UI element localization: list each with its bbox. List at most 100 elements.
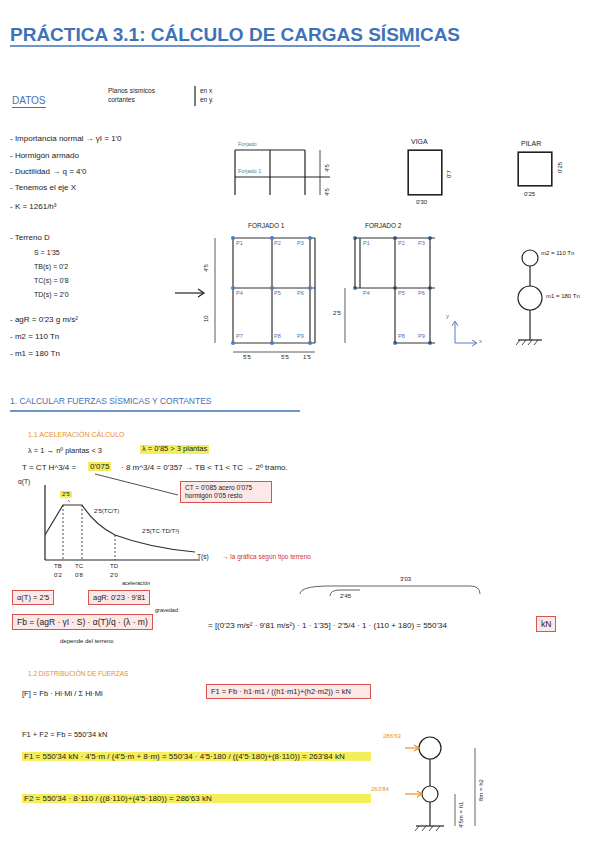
note-text: en y. — [200, 96, 214, 103]
note-text: - agR = 0'23 g m/s² — [10, 315, 78, 324]
note-text: 8m = h2 — [478, 779, 485, 801]
note-text: 0'30 — [416, 199, 427, 206]
note-text: P3 — [418, 240, 425, 246]
note-text: x — [479, 338, 482, 345]
note-text: Forjado — [238, 141, 257, 147]
note-text: · 8 m^3/4 = 0'357 → TB < T1 < TC → 2º tr… — [121, 463, 288, 472]
note-text: P1 — [236, 240, 243, 246]
note-text: 263'84 — [371, 786, 389, 793]
note-text: P9 — [297, 333, 304, 339]
note-text: en x — [200, 87, 212, 94]
note-text: 1.2 DISTRIBUCIÓN DE FUERZAS — [28, 670, 128, 677]
note-text: F1 + F2 = Fb = 550'34 kN — [22, 731, 107, 740]
box-text: CT = 0'085 acero 0'075 hormigón 0'05 res… — [185, 484, 252, 499]
note-text: 2'5(TC·TD/T²) — [142, 528, 179, 535]
note-text: TD(s) = 2'0 — [34, 291, 69, 299]
note-text: TB(s) = 0'2 — [34, 263, 68, 271]
note-text: - Hormigón armado — [10, 151, 79, 160]
note-text: Forjado 1 — [238, 168, 261, 174]
formula-box: CT = 0'085 acero 0'075 hormigón 0'05 res… — [180, 481, 272, 503]
note-text: TC — [75, 563, 83, 570]
section-box: PILAR — [518, 152, 552, 186]
note-text: 5'5 — [281, 354, 289, 361]
note-text: P1 — [363, 240, 370, 246]
note-text: m1 = 180 Tn — [546, 293, 580, 300]
note-text: Planos sísmicos — [108, 87, 155, 94]
note-text: - Tenemos el eje X — [10, 183, 76, 192]
note-text: F2 = 550'34 · 8·110 / ((8·110)+(4'5·180)… — [22, 794, 371, 803]
note-text: P4 — [236, 290, 243, 296]
note-text: P2 — [398, 240, 405, 246]
note-text: TB — [54, 563, 62, 570]
note-text: TC(s) = 0'8 — [34, 277, 69, 285]
note-text: 1'5 — [303, 354, 311, 361]
formula-box: F1 = Fb · h1·m1 / ((h1·m1)+(h2·m2)) = kN — [206, 684, 371, 699]
formula-box: kN — [536, 616, 556, 632]
note-text: cortantes — [108, 96, 135, 103]
note-text: λ = 1 → nº plantas < 3 — [28, 447, 102, 456]
note-text: 0'7 — [446, 170, 453, 178]
note-text: α(T) — [18, 478, 30, 485]
note-text: - K = 1261/h³ — [10, 202, 56, 211]
note-text: 0'25 — [524, 191, 535, 198]
note-text: 0'075 — [88, 462, 111, 471]
note-text: 0'2 — [54, 572, 62, 579]
note-text: - Terreno D — [10, 233, 50, 242]
note-text: F1 = 550'34 kN · 4'5·m / (4'5·m + 8·m) =… — [22, 752, 371, 761]
box-text: agR: 0'23 · 9'81 — [93, 593, 145, 602]
note-text: P8 — [398, 333, 405, 339]
note-text: P9 — [418, 333, 425, 339]
note-text: P6 — [297, 290, 304, 296]
note-text: m2 = 110 Tn — [541, 250, 574, 257]
note-text: P5 — [398, 290, 405, 296]
note-text: 2'0 — [110, 572, 118, 579]
note-text: 2'45 — [340, 593, 351, 600]
note-text: FORJADO 1 — [248, 222, 284, 229]
section-box: VIGA — [408, 150, 442, 195]
note-text: FORJADO 2 — [365, 222, 401, 229]
box-text: α(T) = 2'5 — [17, 593, 49, 602]
box-text: PILAR — [521, 140, 541, 148]
note-text: = [(0'23 m/s² · 9'81 m/s²) · 1 · 1'35] ·… — [208, 621, 447, 630]
note-text: 3'03 — [400, 576, 411, 583]
formula-box: Fb = (agR · γI · S) · α(T)/q · (λ · m) — [12, 614, 153, 630]
note-text: 0'8 — [75, 572, 83, 579]
note-text: P4 — [363, 290, 370, 296]
note-text: 4'5 — [324, 188, 331, 196]
note-text: y — [446, 313, 449, 320]
box-text: VIGA — [411, 138, 428, 146]
note-text: T = CT H^3/4 = — [22, 463, 76, 472]
note-text: P2 — [274, 240, 281, 246]
note-text: - Importancia normal → γI = 1'0 — [10, 134, 122, 143]
note-text: TD — [110, 563, 118, 570]
formula-box: α(T) = 2'5 — [12, 590, 54, 605]
note-text: - m1 = 180 Tn — [10, 349, 60, 358]
note-text: 0'25 — [557, 162, 564, 173]
note-text: T(s) — [197, 553, 209, 560]
note-text: 1.1 ACELERACIÓN CÁLCULO — [28, 431, 124, 439]
note-text: 2'5 — [60, 491, 72, 498]
note-text: 4'5m = h1 — [458, 802, 465, 828]
box-text: kN — [541, 619, 551, 629]
note-text: λ = 0'85 > 3 plantas — [140, 445, 209, 454]
note-text: DATOS — [12, 95, 46, 108]
note-text: gravedad — [155, 607, 178, 613]
note-text: - m2 = 110 Tn — [10, 332, 59, 341]
note-text: 10 — [203, 315, 210, 322]
note-text: depende del terreno — [60, 638, 114, 645]
note-text: 286'63 — [383, 733, 401, 740]
box-text: Fb = (agR · γI · S) · α(T)/q · (λ · m) — [17, 617, 148, 627]
note-text: 2'5(TC/T) — [94, 508, 119, 515]
page-title: PRÁCTICA 3.1: CÁLCULO DE CARGAS SÍSMICAS — [10, 24, 460, 46]
note-text: P6 — [418, 290, 425, 296]
note-text: P5 — [274, 290, 281, 296]
note-text: P8 — [274, 333, 281, 339]
note-text: 2'5 — [333, 310, 341, 317]
note-text: 5'5 — [243, 354, 251, 361]
note-text: 4'5 — [324, 164, 331, 172]
note-text: [F] = Fb · Hi·Mi / Σ Hi·Mi — [22, 690, 103, 699]
note-text: → la gráfica según tipo terreno — [222, 553, 311, 560]
note-text: 4'5 — [203, 264, 210, 272]
note-text: 1. CALCULAR FUERZAS SÍSMICAS Y CORTANTES — [10, 397, 212, 407]
